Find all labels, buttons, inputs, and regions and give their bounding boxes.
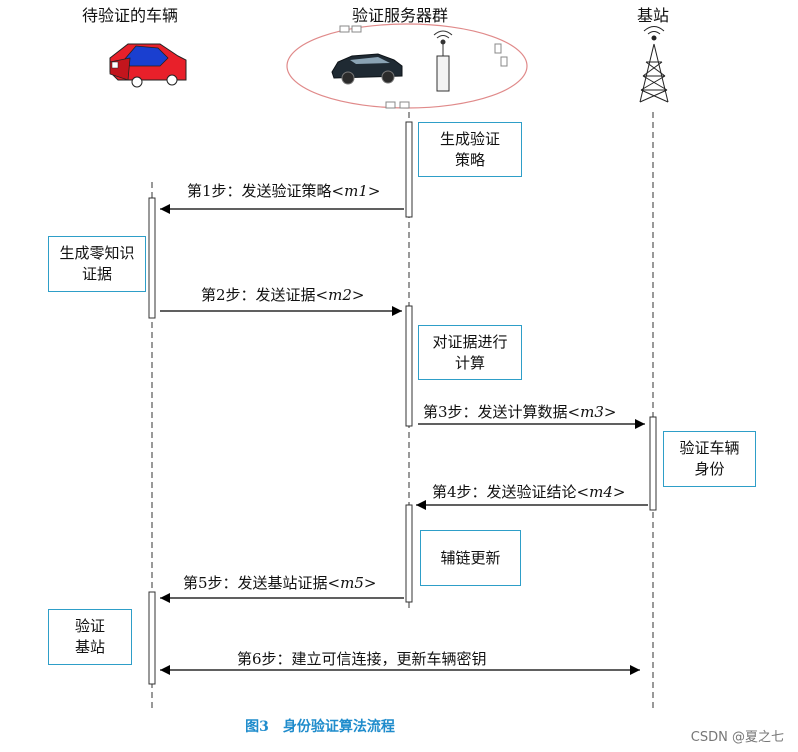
activation-server-1: [405, 121, 413, 218]
box-line: 验证车辆: [679, 439, 740, 457]
box-verify-vehicle: 验证车辆 身份: [663, 431, 756, 487]
activation-server-2: [405, 305, 413, 427]
car-icon: [109, 43, 187, 88]
box-line: 辅链更新: [440, 548, 501, 567]
msg-param: m3: [580, 403, 604, 421]
box-aux-chain-update: 辅链更新: [420, 530, 521, 586]
activation-vehicle-1: [148, 197, 156, 319]
box-gen-strategy: 生成验证 策略: [418, 122, 522, 177]
box-verify-base: 验证 基站: [48, 609, 132, 665]
activation-server-3: [405, 504, 413, 603]
msg-param: m4: [589, 483, 613, 501]
msg-step1: 第1步：发送验证策略<m1>: [187, 182, 381, 200]
box-gen-zk-proof: 生成零知识 证据: [48, 236, 146, 292]
box-line: 验证: [74, 617, 105, 635]
box-line: 生成验证: [439, 129, 500, 148]
msg-text: 第4步：发送验证结论: [432, 483, 577, 501]
box-line: 身份: [694, 460, 725, 478]
msg-text: 第5步：发送基站证据: [183, 574, 328, 592]
box-line: 基站: [74, 638, 105, 656]
watermark: CSDN @夏之七: [690, 730, 784, 745]
activation-base-1: [649, 416, 657, 511]
msg-param: m1: [344, 182, 368, 200]
msg-param: m2: [328, 286, 352, 304]
box-line: 证据: [81, 265, 112, 283]
link-connector-icon: [339, 25, 508, 109]
tower-icon: [639, 26, 669, 103]
msg-step3: 第3步：发送计算数据<m3>: [423, 403, 617, 421]
msg-step4: 第4步：发送验证结论<m4>: [432, 483, 626, 501]
box-line: 对证据进行: [432, 332, 508, 351]
antenna-icon: [433, 30, 453, 92]
msg-text: 第6步：建立可信连接，更新车辆密钥: [237, 650, 487, 668]
actor-title-server: 验证服务器群: [352, 6, 449, 25]
box-line: 策略: [454, 150, 485, 169]
actor-title-base: 基站: [637, 6, 670, 25]
figure-caption: 图3 身份验证算法流程: [245, 719, 395, 735]
server-car-icon: [331, 53, 403, 85]
server-cluster-ring: [286, 23, 528, 109]
msg-step2: 第2步：发送证据<m2>: [201, 286, 365, 304]
box-compute-proof: 对证据进行 计算: [418, 325, 522, 380]
activation-vehicle-2: [148, 591, 156, 685]
msg-param: m5: [340, 574, 364, 592]
box-line: 生成零知识: [59, 244, 135, 262]
box-line: 计算: [454, 353, 485, 372]
msg-step5: 第5步：发送基站证据<m5>: [183, 574, 377, 592]
actor-title-vehicle: 待验证的车辆: [82, 6, 179, 25]
msg-text: 第2步：发送证据: [201, 286, 316, 304]
msg-text: 第3步：发送计算数据: [423, 403, 568, 421]
msg-step6: 第6步：建立可信连接，更新车辆密钥: [237, 648, 487, 669]
msg-text: 第1步：发送验证策略: [187, 182, 332, 200]
